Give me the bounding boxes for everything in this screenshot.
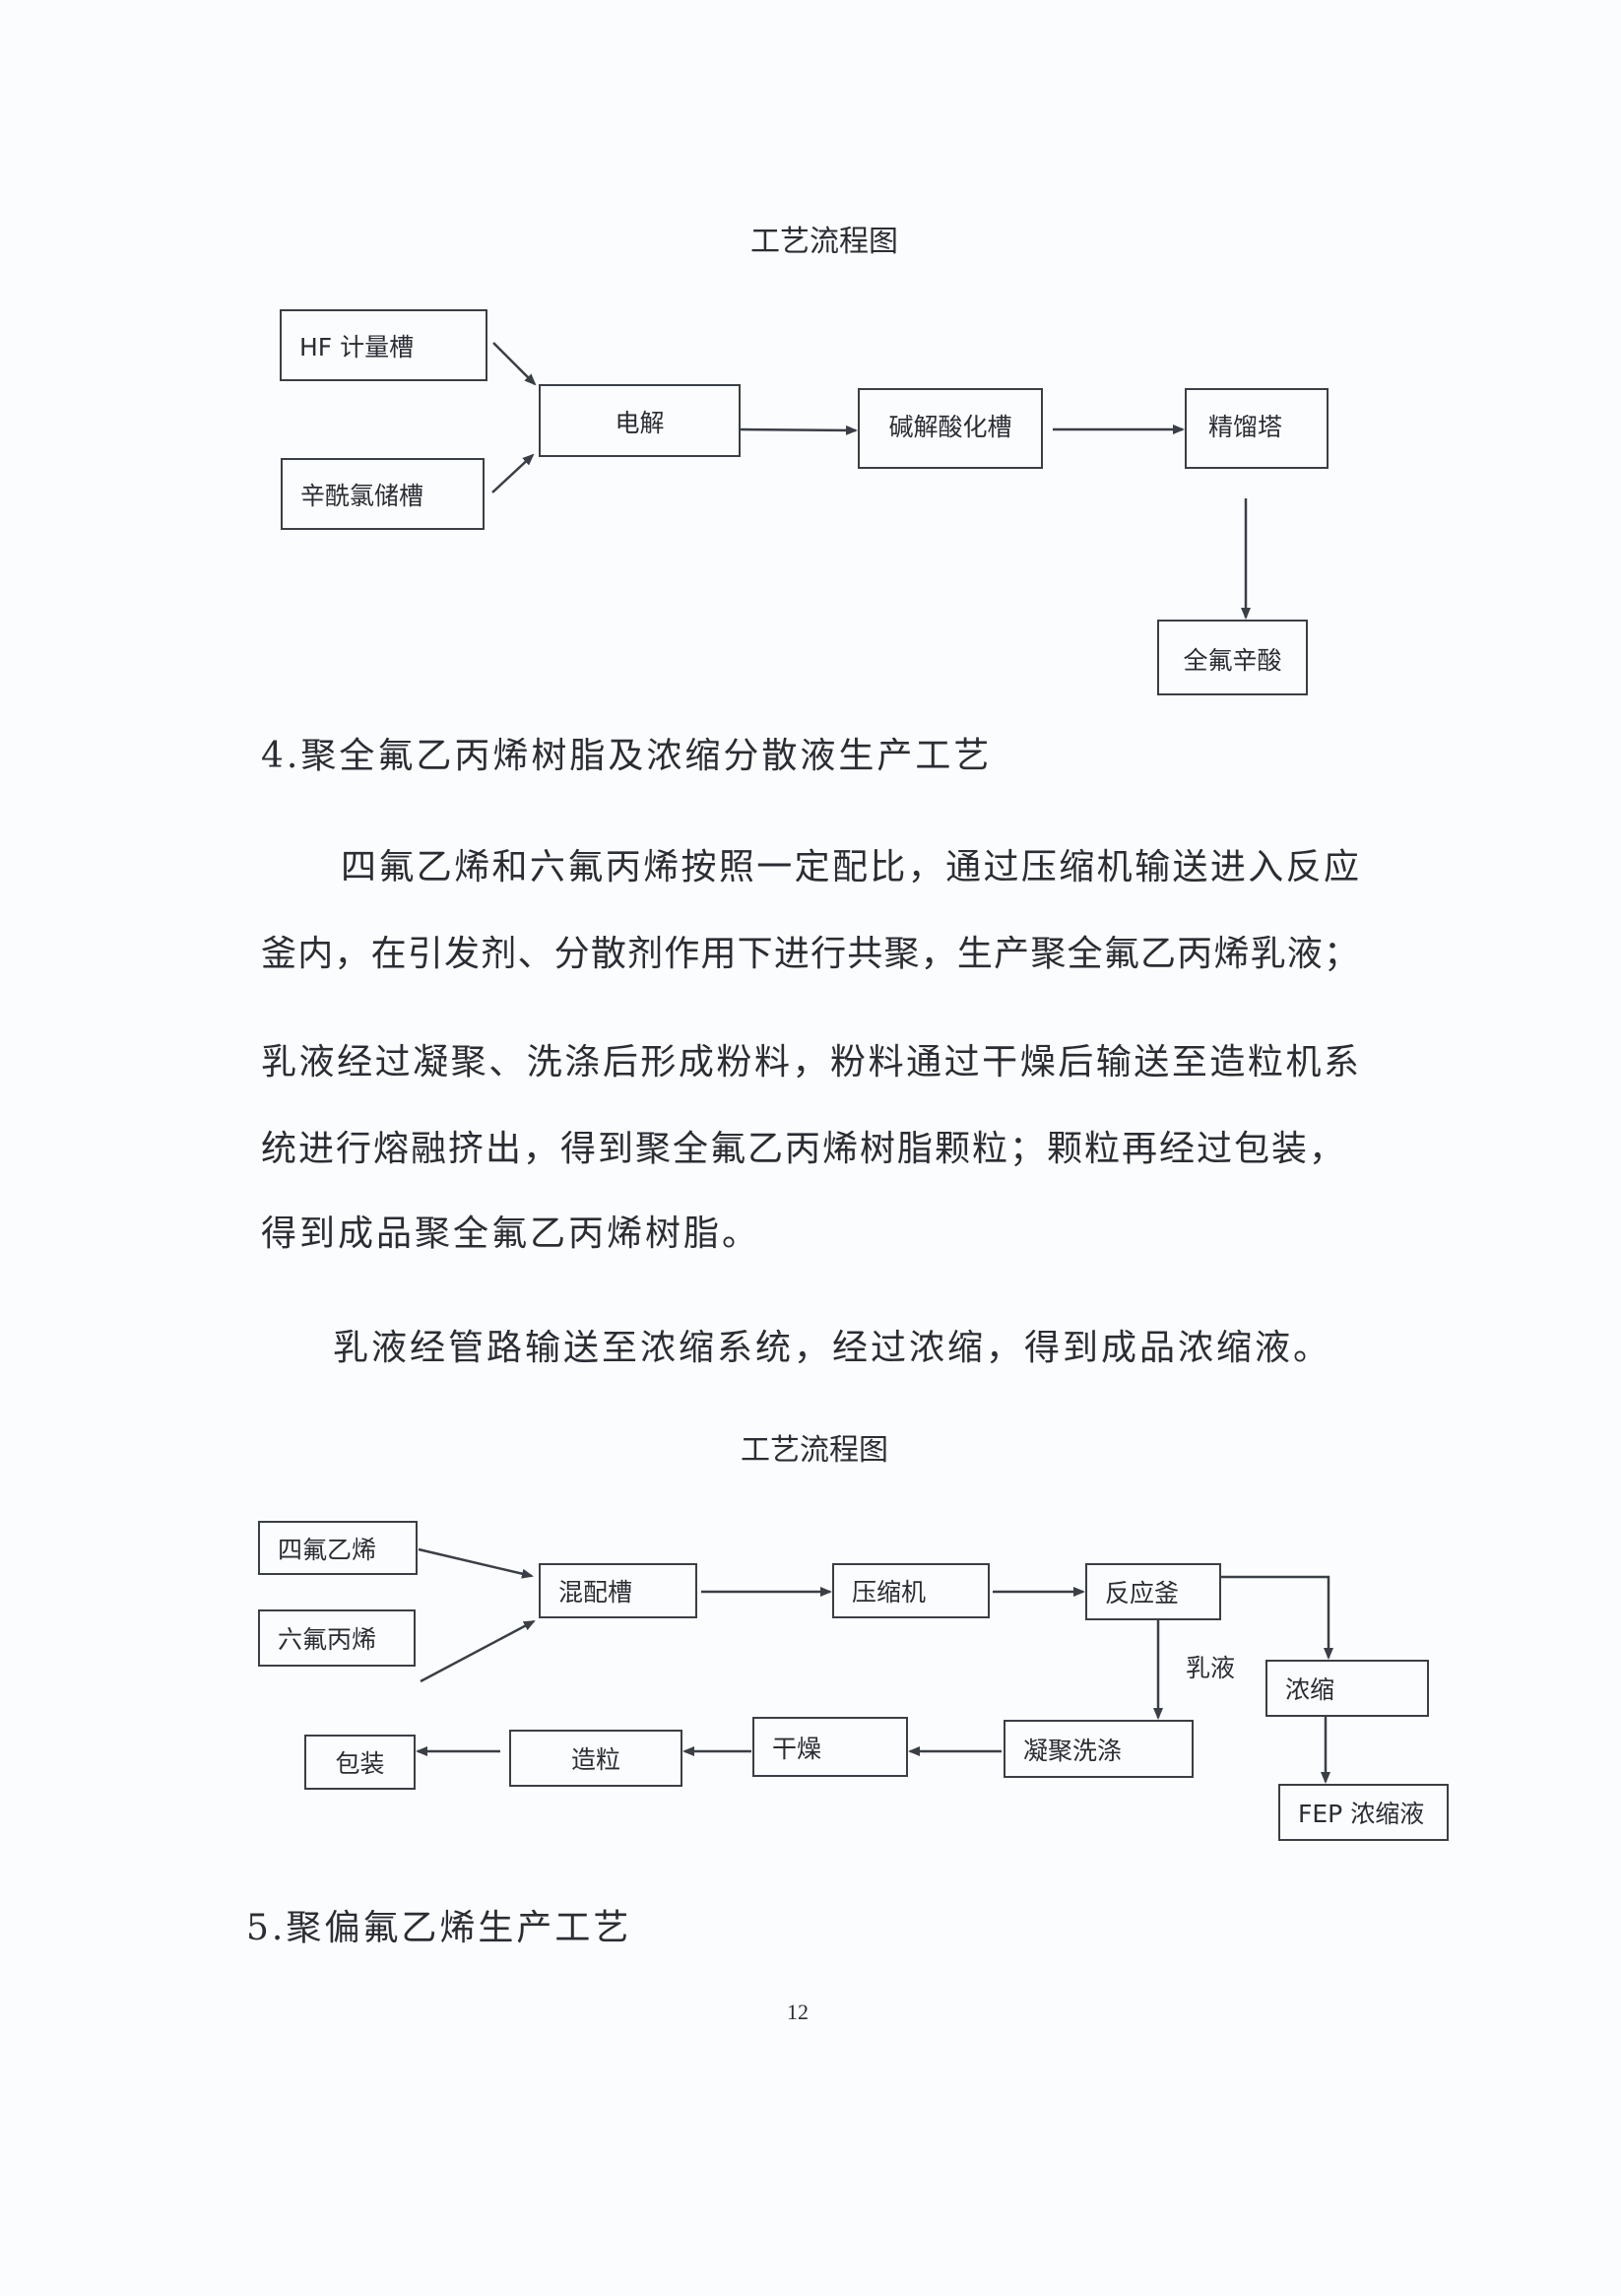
- box-hfp: 六氟丙烯: [258, 1609, 416, 1667]
- box-granulation: 造粒: [509, 1730, 682, 1787]
- box-coagulation-washing: 凝聚洗涤: [1004, 1720, 1194, 1778]
- arrow-octanoyl-to-electrolysis: [491, 453, 535, 493]
- paragraph-line: 釜内，在引发剂、分散剂作用下进行共聚，生产聚全氟乙丙烯乳液；: [261, 934, 1359, 974]
- box-rectifier: 精馏塔: [1185, 388, 1329, 469]
- paragraph-line: 统进行熔融挤出，得到聚全氟乙丙烯树脂颗粒；颗粒再经过包装，: [261, 1129, 1344, 1169]
- arrow-electrolysis-to-alkali: [740, 425, 858, 435]
- box-concentration: 浓缩: [1265, 1660, 1429, 1717]
- box-drying: 干燥: [752, 1717, 908, 1777]
- box-compressor: 压缩机: [832, 1563, 990, 1618]
- section5-heading: 5.聚偏氟乙烯生产工艺: [246, 1908, 632, 1948]
- arrow-hfp-to-mixing: [420, 1619, 536, 1683]
- edge-label-emulsion: 乳液: [1186, 1654, 1236, 1682]
- box-reactor: 反应釜: [1085, 1563, 1221, 1620]
- box-fep-concentrate: FEP 浓缩液: [1278, 1784, 1449, 1841]
- arrow-hf-to-electrolysis: [492, 342, 537, 386]
- paragraph-line: 乳液经过凝聚、洗涤后形成粉料，粉料通过干燥后输送至造粒机系: [261, 1042, 1359, 1082]
- paragraph-line: 乳液经管路输送至浓缩系统，经过浓缩，得到成品浓缩液。: [333, 1328, 1332, 1368]
- box-packaging: 包装: [304, 1735, 416, 1790]
- box-octanoyl-tank: 辛酰氯储槽: [281, 458, 485, 530]
- box-alkali-acid-tank: 碱解酸化槽: [858, 388, 1043, 469]
- box-electrolysis: 电解: [539, 384, 741, 457]
- section4-heading: 4.聚全氟乙丙烯树脂及浓缩分散液生产工艺: [261, 736, 993, 776]
- diagram1-title: 工艺流程图: [750, 225, 898, 259]
- paragraph-line: 得到成品聚全氟乙丙烯树脂。: [261, 1214, 761, 1254]
- box-hf-tank: HF 计量槽: [280, 309, 487, 381]
- box-pfoa: 全氟辛酸: [1157, 620, 1308, 695]
- arrow-reactor-to-concentration: [1221, 1575, 1333, 1660]
- box-tfe: 四氟乙烯: [258, 1521, 418, 1575]
- box-mixing-tank: 混配槽: [539, 1563, 697, 1618]
- arrow-tfe-to-mixing: [418, 1547, 534, 1579]
- page-number: 12: [787, 2000, 809, 2024]
- paragraph-line: 四氟乙烯和六氟丙烯按照一定配比，通过压缩机输送进入反应: [341, 847, 1359, 887]
- diagram2-title: 工艺流程图: [741, 1433, 888, 1468]
